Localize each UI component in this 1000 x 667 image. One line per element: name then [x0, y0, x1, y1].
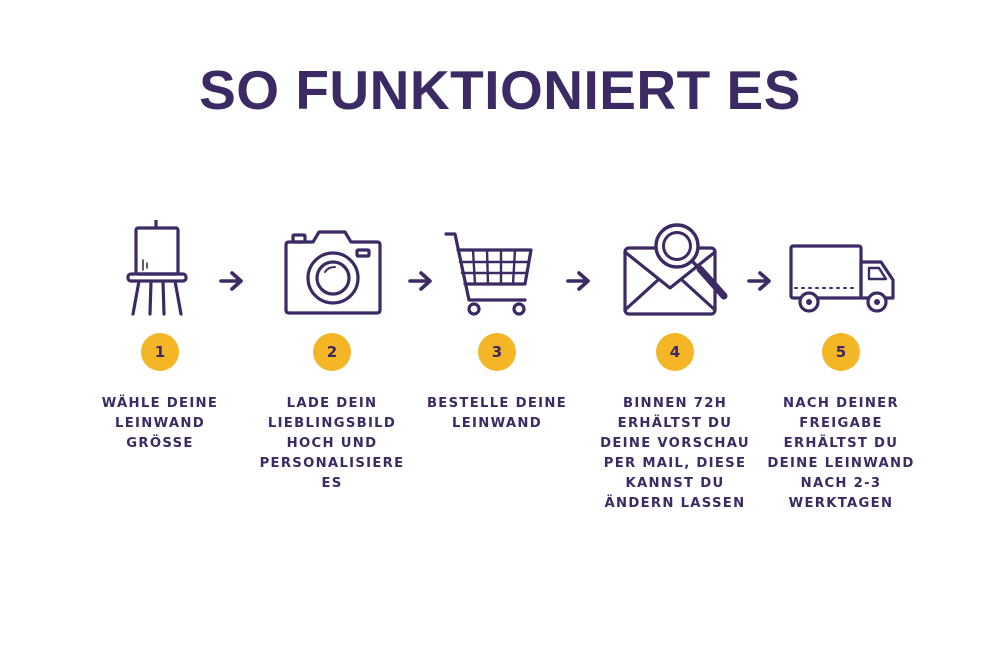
step-description: LADE DEIN LIEBLINGSBILD HOCH UND PERSONA…	[259, 396, 405, 491]
step-number-badge: 5	[822, 333, 860, 371]
page-title: SO FUNKTIONIERT ES	[199, 59, 801, 121]
step-description: NACH DEINER FREIGABE ERHÄLTST DU DEINE L…	[767, 396, 915, 511]
step-number-badge: 2	[313, 333, 351, 371]
step-3: 3 BESTELLE DEINE LEINWAND	[412, 0, 582, 667]
envelope-magnifier-icon	[623, 223, 728, 316]
easel-canvas-icon	[126, 220, 188, 316]
camera-icon	[284, 230, 382, 315]
step-description: BINNEN 72H ERHÄLTST DU DEINE VORSCHAU PE…	[600, 396, 750, 511]
step-number-badge: 3	[478, 333, 516, 371]
shopping-cart-icon	[444, 232, 533, 316]
step-number-badge: 1	[141, 333, 179, 371]
delivery-truck-icon	[789, 244, 895, 313]
step-description: BESTELLE DEINE LEINWAND	[426, 396, 568, 431]
step-2: 2 LADE DEIN LIEBLINGSBILD HOCH UND PERSO…	[247, 0, 417, 667]
step-1: 1 WÄHLE DEINE LEINWAND GRÖSSE	[75, 0, 245, 667]
step-number-badge: 4	[656, 333, 694, 371]
step-description: WÄHLE DEINE LEINWAND GRÖSSE	[101, 396, 219, 451]
step-5: 5 NACH DEINER FREIGABE ERHÄLTST DU DEINE…	[756, 0, 926, 667]
step-4: 4 BINNEN 72H ERHÄLTST DU DEINE VORSCHAU …	[590, 0, 760, 667]
arrow-right-icon	[566, 270, 592, 292]
arrow-right-icon	[408, 270, 434, 292]
arrow-right-icon	[747, 270, 773, 292]
arrow-right-icon	[219, 270, 245, 292]
